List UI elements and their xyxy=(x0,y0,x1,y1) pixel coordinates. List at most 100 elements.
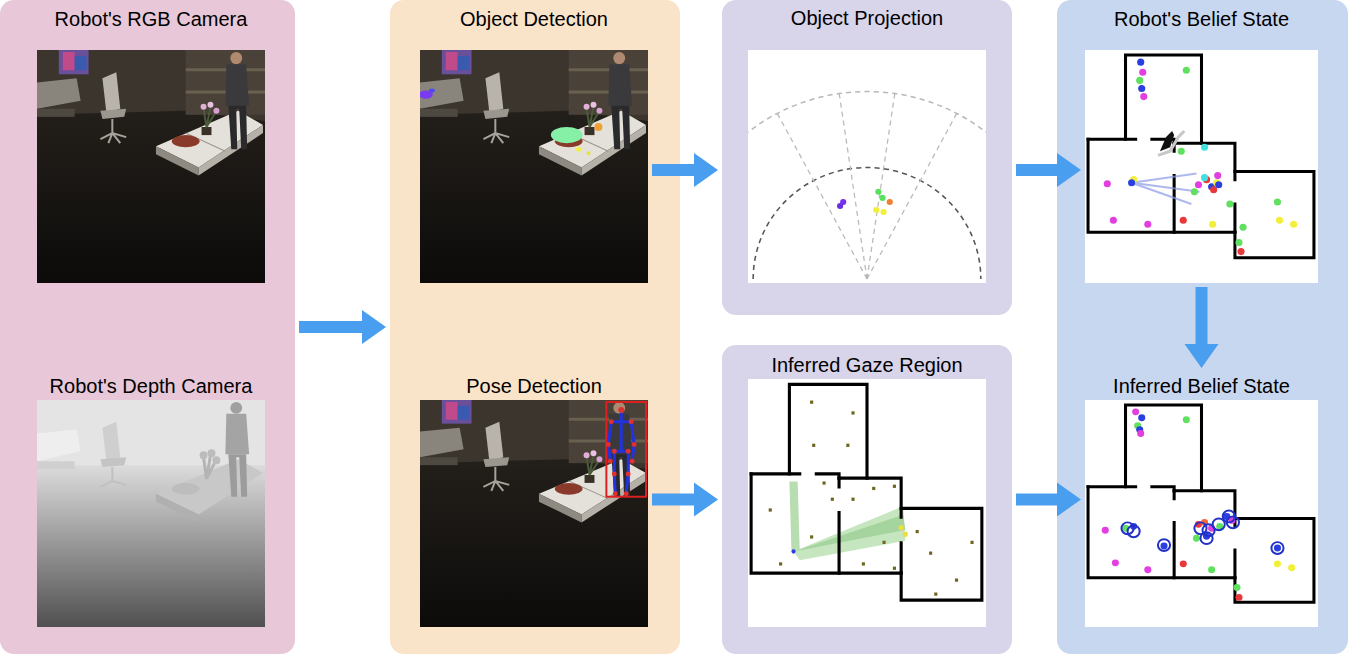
art-circle xyxy=(1132,408,1139,415)
art-circle xyxy=(875,189,881,195)
art-circle xyxy=(612,449,617,454)
art-circle xyxy=(1180,217,1187,224)
art-path xyxy=(608,422,611,461)
art-circle xyxy=(1227,516,1239,528)
view-title: Object Projection xyxy=(791,4,943,32)
art-circle xyxy=(1137,59,1144,66)
art-rect xyxy=(872,487,875,490)
art-circle xyxy=(903,532,908,537)
art-rect xyxy=(862,562,865,565)
art-g xyxy=(777,93,957,279)
art-circle xyxy=(212,456,220,464)
art-use xyxy=(420,50,648,283)
rgb-image xyxy=(37,50,265,283)
art-g xyxy=(1121,511,1283,554)
art-circle xyxy=(1180,560,1187,567)
art-circle xyxy=(1233,584,1240,591)
projection-panel: Object Projection xyxy=(722,0,1012,315)
art-path xyxy=(228,454,247,496)
art-path xyxy=(620,414,623,452)
art-line xyxy=(777,113,867,279)
art-circle xyxy=(1288,564,1295,571)
projection-plot xyxy=(748,50,986,283)
camera-view: Robot's Depth Camera xyxy=(37,372,265,627)
art-circle xyxy=(1104,180,1111,187)
depth-image xyxy=(37,400,265,627)
art-line xyxy=(867,93,895,279)
arrow-shaft xyxy=(299,321,364,333)
art-path xyxy=(100,467,126,487)
art-polygon xyxy=(789,481,799,551)
art-use xyxy=(1088,55,1314,258)
art-g xyxy=(608,414,634,494)
art-g xyxy=(769,401,974,596)
art-polygon xyxy=(156,494,199,523)
arrow-shaft xyxy=(1016,164,1059,176)
art-use xyxy=(751,384,982,600)
art-rect xyxy=(851,411,854,414)
inferred-map-image xyxy=(1085,400,1318,627)
art-circle xyxy=(1209,221,1216,228)
art-polygon xyxy=(1160,131,1174,151)
art-rect xyxy=(823,481,826,484)
detection-image xyxy=(420,50,648,283)
art-rect xyxy=(779,562,782,565)
arrow-head xyxy=(362,310,386,344)
art-circle xyxy=(1208,566,1215,573)
art-circle xyxy=(873,207,879,213)
art-circle xyxy=(1226,200,1233,207)
art-circle xyxy=(1214,172,1221,179)
art-circle xyxy=(1200,532,1212,544)
art-rect xyxy=(1085,50,1318,283)
art-circle xyxy=(632,442,637,447)
art-circle xyxy=(1140,93,1147,100)
art-circle xyxy=(1210,186,1217,193)
art-path xyxy=(1158,131,1184,155)
art-circle xyxy=(1239,224,1246,231)
art-g xyxy=(606,407,637,496)
art-path xyxy=(102,422,120,461)
art-circle xyxy=(608,459,613,464)
art-circle xyxy=(1144,566,1151,573)
art-circle xyxy=(576,147,581,152)
art-circle xyxy=(230,402,242,414)
art-path xyxy=(748,92,986,279)
art-ellipse xyxy=(429,88,435,92)
view-title: Robot's RGB Camera xyxy=(55,5,248,33)
art-circle xyxy=(1274,198,1281,205)
belief-map: Robot's Belief State xyxy=(1085,5,1318,283)
art-circle xyxy=(899,525,904,530)
art-circle xyxy=(606,442,611,447)
art-use xyxy=(420,400,648,627)
art-circle xyxy=(618,407,624,413)
art-circle xyxy=(1274,560,1281,567)
camera-view: Robot's RGB Camera xyxy=(37,5,265,283)
belief-map: Inferred Belief State xyxy=(1085,372,1318,627)
art-use xyxy=(1088,405,1314,602)
art-circle xyxy=(1274,545,1281,552)
art-circle xyxy=(1290,221,1297,228)
art-use xyxy=(37,50,265,283)
art-circle xyxy=(1128,179,1135,186)
art-rect xyxy=(851,498,854,501)
art-rect xyxy=(970,541,973,544)
art-rect xyxy=(846,444,849,447)
art-circle xyxy=(630,459,635,464)
view-title: Pose Detection xyxy=(466,372,602,400)
art-circle xyxy=(1201,144,1208,151)
view-title: Inferred Gaze Region xyxy=(771,351,962,379)
art-rect xyxy=(916,530,919,533)
art-circle xyxy=(609,419,614,424)
detection-view: Object Detection xyxy=(420,5,648,283)
art-rect xyxy=(893,485,896,488)
art-circle xyxy=(1235,239,1242,246)
art-rect xyxy=(929,552,932,555)
art-polygon xyxy=(794,515,906,552)
art-ellipse xyxy=(172,483,200,495)
art-rect xyxy=(748,50,986,283)
art-circle xyxy=(1271,542,1283,554)
input-panel: Robot's RGB Camera Robot's Depth Camera xyxy=(0,0,295,654)
art-rect xyxy=(1085,400,1318,627)
belief-map-image xyxy=(1085,50,1318,283)
